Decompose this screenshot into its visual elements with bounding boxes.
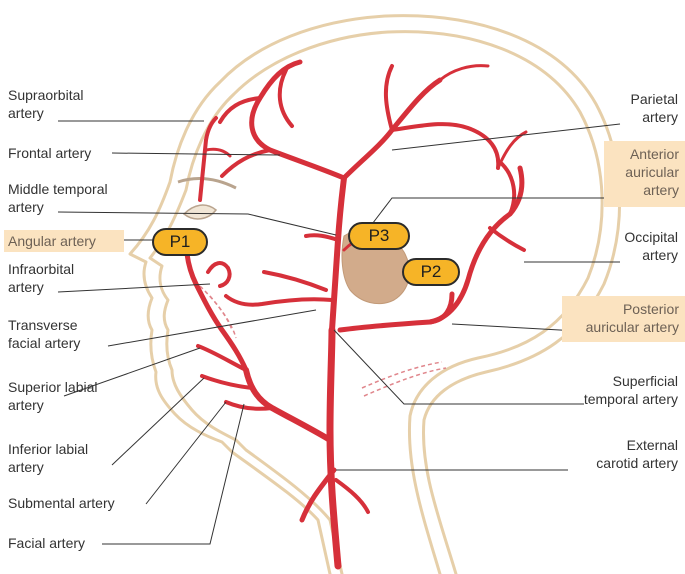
- eyebrow-eye: [177, 177, 237, 220]
- occipital-sub2: [500, 162, 517, 216]
- leader-transverse-facial: [107, 309, 317, 347]
- leader-submental: [145, 401, 227, 505]
- parietal-sub1: [390, 122, 501, 170]
- label-superior-labial-artery: Superior labial artery: [8, 379, 98, 413]
- head-outline: [128, 14, 622, 574]
- frontal-sub3: [277, 68, 294, 128]
- label-frontal-artery: Frontal artery: [8, 145, 92, 161]
- facial-artery: [243, 367, 333, 443]
- parietal-sub2: [383, 64, 394, 132]
- supraorbital-branch: [198, 116, 218, 202]
- label-submental-artery: Submental artery: [8, 495, 115, 511]
- marker-p3: P3: [348, 222, 410, 250]
- middle-temporal: [304, 233, 340, 242]
- leader-infraorbital: [57, 283, 211, 293]
- label-supraorbital-artery: Supraorbital artery: [8, 87, 84, 121]
- label-facial-artery: Facial artery: [8, 535, 86, 551]
- leader-anterior-auricular: [365, 197, 624, 233]
- occipital-branch: [427, 165, 525, 325]
- carotid-lower-branch-2: [334, 478, 370, 514]
- inferior-labial: [200, 374, 254, 390]
- transverse-facial: [224, 294, 334, 307]
- label-transverse-facial-artery: Transverse facial artery: [8, 317, 81, 351]
- highlight-angular-artery: Angular artery: [4, 230, 124, 252]
- eyebrow: [177, 177, 237, 190]
- dashed-vessels: [199, 285, 447, 397]
- label-parietal-artery: Parietal artery: [630, 91, 678, 125]
- label-infraorbital-artery: Infraorbital artery: [8, 261, 75, 295]
- label-occipital-artery: Occipital artery: [624, 229, 678, 263]
- label-inferior-labial-artery: Inferior labial artery: [8, 441, 89, 475]
- angular-branch: [183, 235, 249, 373]
- leader-parietal: [391, 123, 621, 151]
- arteries: [183, 59, 528, 570]
- head-outline-inner: [148, 30, 604, 574]
- label-anterior-auricular-artery: Anterior auricular artery: [625, 146, 679, 198]
- leader-superficial-temporal: [333, 329, 584, 405]
- carotid-lower-branch: [299, 467, 337, 523]
- highlight-posterior-auricular-artery: Posterior auricular artery: [562, 296, 685, 342]
- leader-middle-temporal: [57, 211, 337, 236]
- label-middle-temporal-artery: Middle temporal artery: [8, 181, 108, 215]
- occipital-sub3: [496, 130, 528, 170]
- leader-superior-labial: [63, 347, 201, 397]
- frontal-branch: [249, 59, 347, 181]
- dashed-vessel-occipital: [361, 361, 443, 389]
- submental: [224, 400, 274, 411]
- parietal-sub3: [438, 64, 490, 82]
- occipital-sub1: [488, 226, 526, 252]
- head-outline-outer: [128, 14, 622, 574]
- marker-p1: P1: [152, 228, 208, 256]
- dashed-vessel-lower: [209, 295, 237, 339]
- superior-labial: [196, 344, 248, 372]
- leader-inferior-labial: [111, 377, 205, 466]
- dashed-vessel-occipital-2: [363, 367, 447, 397]
- leader-lines: [57, 120, 624, 545]
- transverse-facial-upper: [262, 270, 328, 292]
- supraorbital-sub: [204, 147, 232, 158]
- leader-facial: [102, 403, 245, 545]
- marker-p2: P2: [402, 258, 460, 286]
- frontal-sub2: [218, 96, 262, 124]
- label-external-carotid-artery: External carotid artery: [596, 437, 678, 471]
- leader-frontal: [111, 152, 281, 156]
- label-angular-artery: Angular artery: [8, 233, 96, 249]
- highlight-anterior-auricular-artery: Anterior auricular artery: [604, 141, 685, 207]
- infraorbital-branch: [206, 261, 232, 288]
- label-posterior-auricular-artery: Posterior auricular artery: [585, 301, 679, 335]
- frontal-sub1: [220, 148, 272, 178]
- label-superficial-temporal-artery: Superficial temporal artery: [583, 373, 678, 407]
- eye: [182, 204, 218, 220]
- posterior-auricular: [337, 291, 455, 333]
- external-carotid-trunk: [326, 326, 342, 570]
